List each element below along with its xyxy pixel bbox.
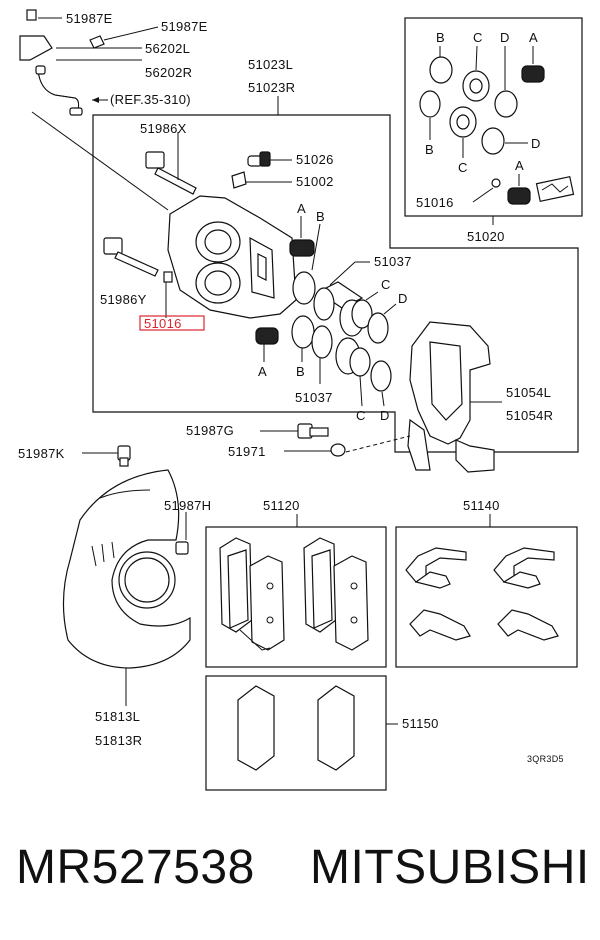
piston-seal-upper (292, 271, 316, 305)
kit-letter-C2: C (356, 408, 366, 423)
label-51987G: 51987G (186, 423, 234, 438)
kit-seal-D-upper (494, 90, 518, 118)
guide-pin-boot-part (163, 271, 173, 283)
brake-pad-set-right (303, 537, 369, 651)
kit-letter-kB2: B (425, 142, 434, 157)
kit-letter-kB1: B (436, 30, 445, 45)
pad-clips (405, 547, 559, 641)
shield-bolt-H-part (175, 541, 189, 555)
label-51054L: 51054L (506, 385, 551, 400)
guide-pin-upper (145, 151, 197, 195)
label-51016-kit: 51016 (416, 195, 454, 210)
label-51987H: 51987H (164, 498, 211, 513)
brake-caliper-exploded-diagram: 51987E 51987E 56202L 56202R (REF.35-310)… (18, 9, 583, 791)
kit-seal-D-lower (481, 127, 505, 155)
piston-boot-upper (289, 239, 315, 257)
shield-bolt-K-part (117, 445, 131, 467)
label-51054R: 51054R (506, 408, 553, 423)
washer-part (330, 443, 346, 457)
kit-letter-B2: B (296, 364, 305, 379)
label-51813L: 51813L (95, 709, 140, 724)
label-56202L: 56202L (145, 41, 190, 56)
caliper-body (167, 195, 297, 319)
label-51987K: 51987K (18, 446, 65, 461)
kit-grease-packet (535, 175, 575, 203)
label-51037-a: 51037 (374, 254, 412, 269)
kit-letter-A1: A (297, 201, 306, 216)
seal-D-upper (367, 312, 389, 344)
kit-letter-A2: A (258, 364, 267, 379)
kit-letter-B1: B (316, 209, 325, 224)
label-51987E-b: 51987E (161, 19, 208, 34)
kit-letter-kA2: A (515, 158, 524, 173)
label-51987E-a: 51987E (66, 11, 113, 26)
kit-seal-B-upper (429, 56, 453, 84)
dust-shield-part (62, 469, 191, 669)
label-51120: 51120 (263, 498, 300, 513)
pad-clip-kit-box (395, 526, 578, 668)
kit-letter-kD1: D (500, 30, 510, 45)
seal-C-upper (351, 299, 373, 329)
kit-letter-kD2: D (531, 136, 541, 151)
label-51023R: 51023R (248, 80, 295, 95)
bleeder-cap-part (247, 151, 271, 167)
kit-letter-D1: D (398, 291, 408, 306)
kit-boot-A-upper (521, 65, 545, 83)
kit-pin-boot-part (491, 178, 501, 188)
label-51016-highlighted: 51016 (144, 316, 182, 331)
bleeder-bolt-part (26, 9, 37, 21)
brand-name: MITSUBISHI (310, 841, 590, 894)
caliper-assembly-frame (92, 114, 579, 453)
label-51026: 51026 (296, 152, 334, 167)
label-51986X: 51986X (140, 121, 187, 136)
hose-fitting-part (89, 35, 105, 49)
kit-boot-A-lower (507, 187, 531, 205)
brake-pad-kit-box (205, 526, 387, 668)
hose-bracket-part (19, 35, 53, 61)
label-51037-b: 51037 (295, 390, 333, 405)
highlight-box-51016 (139, 315, 205, 331)
part-number: MR527538 (16, 841, 255, 894)
kit-seal-B-lower (419, 90, 441, 118)
diagram-code: 3QR3D5 (527, 754, 564, 764)
brake-pad-set-left (219, 537, 285, 651)
label-51002: 51002 (296, 174, 334, 189)
kit-letter-C1: C (381, 277, 391, 292)
kit-letter-kC2: C (458, 160, 468, 175)
seal-C-lower (349, 347, 371, 377)
label-51140: 51140 (463, 498, 500, 513)
label-ref-35-310: (REF.35-310) (110, 92, 191, 107)
label-51023L: 51023L (248, 57, 293, 72)
guide-pin-lower (103, 237, 159, 277)
kit-letter-kA1: A (529, 30, 538, 45)
label-51813R: 51813R (95, 733, 142, 748)
pad-shims (237, 685, 355, 771)
part-caption: MR527538 MITSUBISHI (0, 838, 600, 908)
brake-hose-assembly (19, 9, 105, 116)
piston-boot-lower (255, 327, 279, 345)
bracket-bolt-part (297, 423, 329, 439)
kit-letter-kC1: C (473, 30, 483, 45)
label-51020: 51020 (467, 229, 505, 244)
pad-shim-kit-box (205, 675, 387, 791)
kit-letter-D2: D (380, 408, 390, 423)
label-51986Y: 51986Y (100, 292, 147, 307)
label-51150: 51150 (402, 716, 439, 731)
piston-seal-lower (291, 315, 315, 349)
bleeder-screw-part (231, 171, 247, 189)
caliper-support-bracket (407, 321, 495, 473)
label-51971: 51971 (228, 444, 266, 459)
seal-D-lower (370, 360, 392, 392)
label-56202R: 56202R (145, 65, 192, 80)
